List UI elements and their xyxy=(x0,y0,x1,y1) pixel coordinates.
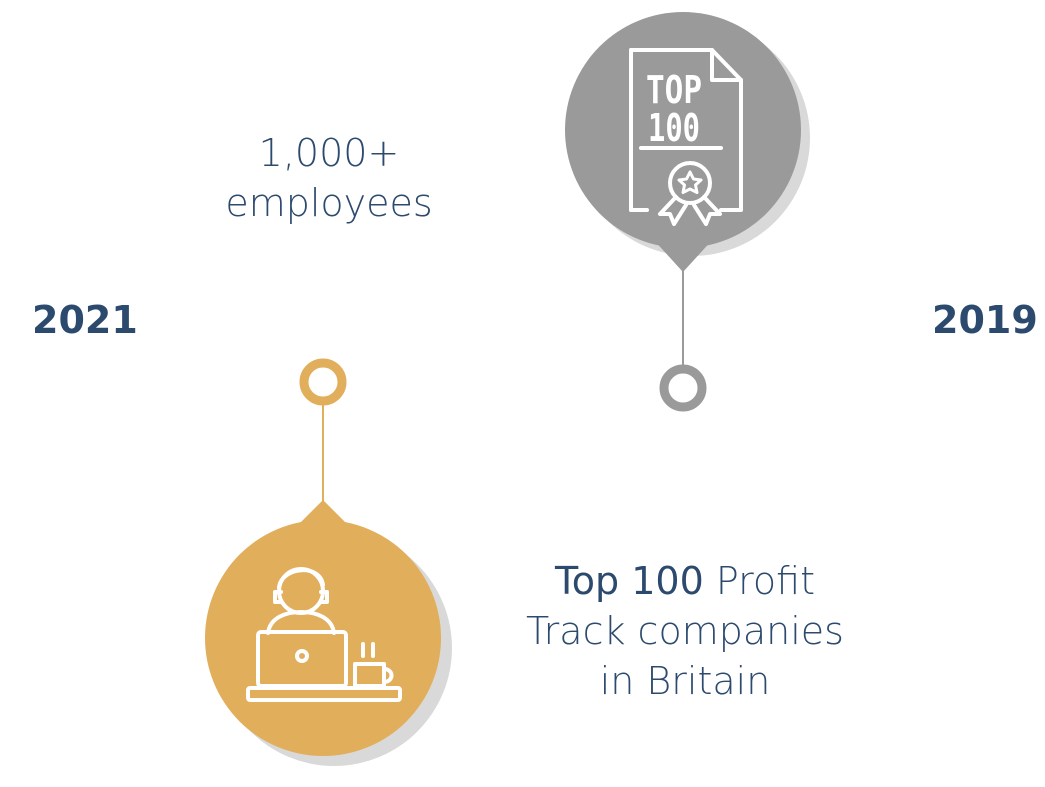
gold-pin xyxy=(205,358,452,766)
gray-timeline-node xyxy=(659,364,707,412)
gold-timeline-node xyxy=(299,358,347,406)
gray-pin-pointer xyxy=(652,238,714,272)
award-description: Top 100 Profit Track companies in Britai… xyxy=(505,556,865,706)
top-100-certificate-icon xyxy=(629,48,743,226)
badge-100-text: 100 xyxy=(648,106,700,150)
award-line-2: Track companies xyxy=(526,609,844,653)
award-line-1: Top 100 Profit xyxy=(505,556,865,606)
employee-count: 1,000+ xyxy=(258,131,400,175)
employee-label: employees xyxy=(225,181,433,225)
award-emphasis: Top 100 xyxy=(555,559,704,603)
badge-top-text: TOP xyxy=(646,68,702,112)
award-line-1-rest: Profit xyxy=(703,559,815,603)
employee-stat: 1,000+ employees xyxy=(200,128,458,228)
award-line-3: in Britain xyxy=(599,659,771,703)
year-2021-label: 2021 xyxy=(32,298,138,342)
year-2019-label: 2019 xyxy=(932,298,1038,342)
person-at-laptop-icon xyxy=(246,567,402,702)
gold-pin-bubble xyxy=(205,520,441,756)
gray-pin: TOP 100 xyxy=(565,12,810,412)
